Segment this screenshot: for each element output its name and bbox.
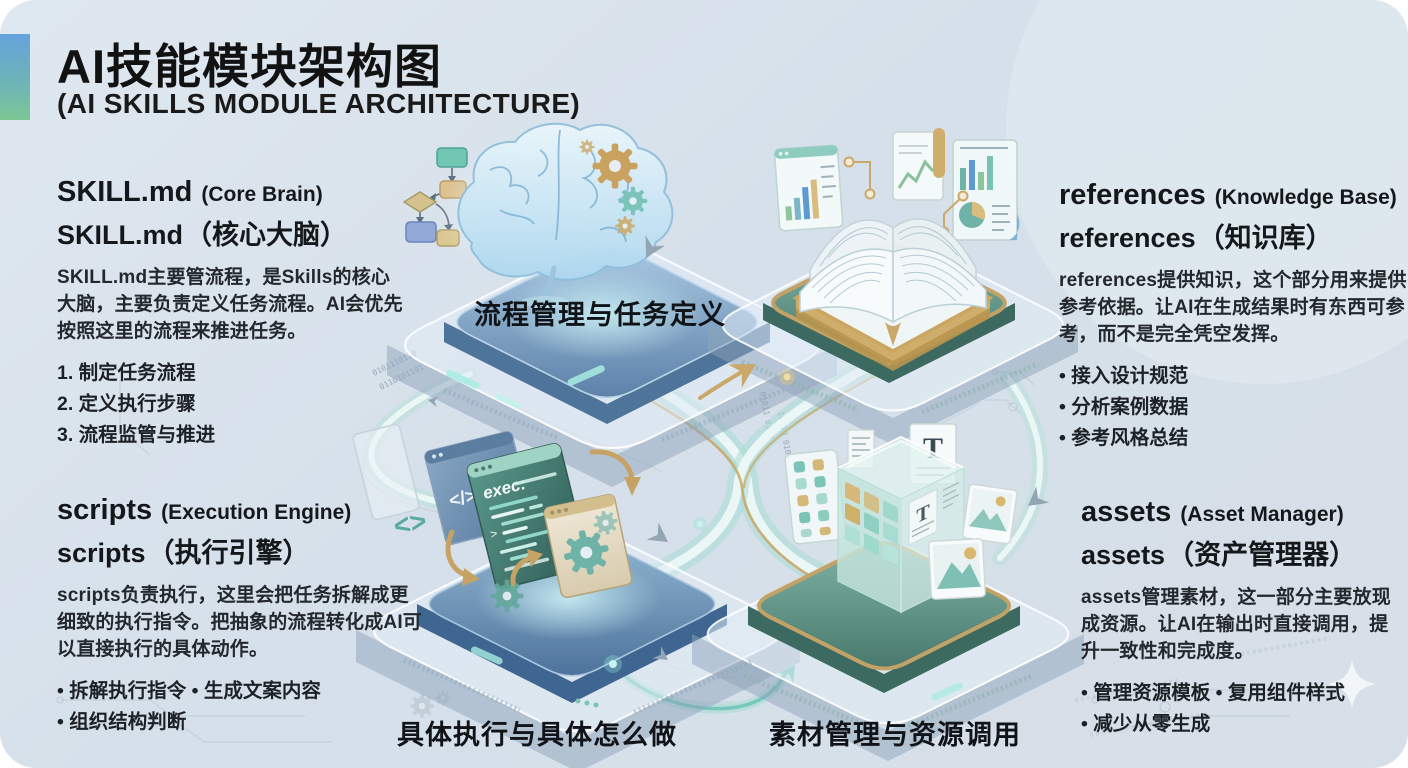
skill-illustration [402,122,674,308]
assets-item-list: • 管理资源模板 • 复用组件样式 • 减少从零生成 [1081,678,1405,740]
list-item: • 接入设计规范 [1059,364,1189,387]
skill-heading-en: SKILL.md (Core Brain) [57,176,409,209]
glow-dots [604,369,795,673]
foreground-decor [403,235,1376,729]
skill-platform-label: 流程管理与任务定义 [474,300,726,330]
scripts-item-list: • 拆解执行指令 • 生成文案内容 • 组织结构判断 [57,676,423,738]
sparkle-icon [1328,660,1376,708]
circuit-traces [60,371,1290,743]
gear-icon [615,216,635,236]
skill-platform-top-side [444,322,770,424]
image-card-small [962,483,1018,545]
book-icon [792,218,994,371]
chevrons-icon: <> [391,505,429,542]
teal-dot-row [575,698,599,708]
gold-curved-arrows [445,449,641,591]
skill-name: SKILL.md [57,176,193,208]
cube-type-panel: T [908,481,959,546]
page-subtitle: (AI SKILLS MODULE ARCHITECTURE) [57,88,581,119]
gear-icon [490,579,524,613]
assets-description: assets管理素材，这一部分主要放现成资源。让AI在输出时直接调用，提升一致性… [1081,587,1391,662]
skill-text-block: SKILL.md (Core Brain) SKILL.md （核心大脑） SK… [57,176,409,450]
list-item: • 分析案例数据 [1059,395,1189,418]
assets-platform-top-side [748,606,1020,693]
list-item: • 拆解执行指令 • 生成文案内容 [57,679,321,702]
references-text-block: references (Knowledge Base) references （… [1059,179,1407,453]
scripts-illustration: <> </> exec: [352,423,641,613]
chart-card-line [892,128,945,201]
list-item: • 参考风格总结 [1059,426,1189,449]
references-name-zh: references [1059,223,1196,253]
led-slots [446,365,964,701]
chart-card-report [952,139,1020,241]
scripts-heading-en: scripts (Execution Engine) [57,494,423,527]
scripts-platform-label: 具体执行与具体怎么做 [397,720,677,750]
prompt-glyph: > [489,526,499,541]
gear-icon [592,143,638,189]
scripts-name-zh: scripts [57,538,146,568]
faint-window [352,423,420,521]
list-item: 2. 定义执行步骤 [57,392,196,415]
skill-name-zh: SKILL.md [57,220,183,250]
assets-platform-base-side [692,634,1084,761]
chart-card-bars [773,144,844,232]
assets-name: assets [1081,496,1172,528]
skill-platform-glow [502,268,702,360]
assets-name-zh: assets [1081,540,1166,570]
skill-tag-en: (Core Brain) [201,183,323,206]
assets-illustration: T T [784,423,1018,614]
references-description: references提供知识，这个部分用来提供参考依据。让AI在生成结果时有东西… [1059,270,1407,345]
scripts-description: scripts负责执行，这里会把任务拆解成更细致的执行指令。把抽象的流程转化成A… [57,585,423,660]
references-illustration [773,128,1020,371]
scripts-heading-zh: scripts （执行引擎） [57,531,423,570]
references-heading-en: references (Knowledge Base) [1059,179,1407,212]
gear-icon [618,186,648,216]
list-item: • 管理资源模板 • 复用组件样式 [1081,681,1345,704]
platform-edge-glyphs [403,359,1039,729]
title-accent-square [0,34,30,120]
assets-heading-zh: assets （资产管理器） [1081,533,1405,572]
skill-description: SKILL.md主要管流程，是Skills的核心大脑，主要负责定义任务流程。AI… [57,267,403,342]
glyph-dash-rows [1074,636,1331,737]
assets-tag-en: (Asset Manager) [1180,503,1344,526]
skill-platform-base-side [387,345,837,487]
page-title: AI技能模块架构图 [57,40,442,93]
scripts-tag-en: (Execution Engine) [161,501,352,524]
assets-platform-label: 素材管理与资源调用 [769,720,1021,750]
list-item: • 组织结构判断 [57,710,187,733]
scripts-text-block: scripts (Execution Engine) scripts （执行引擎… [57,494,423,738]
cube-tile-grid [845,482,898,565]
gold-center-arrow [698,352,763,400]
assets-tag-zh: （资产管理器） [1167,540,1357,570]
skill-tag-zh: （核心大脑） [185,220,347,250]
scripts-tag-zh: （执行引擎） [147,538,310,568]
references-tag-en: (Knowledge Base) [1214,186,1397,209]
code-window-beige [543,493,633,599]
image-card-large [928,538,986,600]
scripts-name: scripts [57,494,153,526]
list-item: 3. 流程监管与推进 [57,423,216,446]
skill-heading-zh: SKILL.md （核心大脑） [57,213,409,252]
list-item: • 减少从零生成 [1081,712,1211,735]
skill-item-list: 1. 制定任务流程 2. 定义执行步骤 3. 流程监管与推进 [57,358,409,450]
references-name: references [1059,179,1206,211]
references-item-list: • 接入设计规范 • 分析案例数据 • 参考风格总结 [1059,361,1407,453]
road-core [997,375,1044,561]
gold-connectors [849,161,964,230]
app-grid-card [784,449,846,545]
references-platform-base-side [708,325,1078,445]
list-item: 1. 制定任务流程 [57,361,196,384]
scripts-platform-base-side [356,630,800,768]
letter-T-panel: T [916,499,929,528]
assets-heading-en: assets (Asset Manager) [1081,496,1405,529]
references-heading-zh: references （知识库） [1059,216,1407,255]
assets-text-block: assets (Asset Manager) assets （资产管理器） as… [1081,496,1405,740]
background-circle [1006,0,1408,384]
gear-icon [579,139,595,155]
references-tag-zh: （知识库） [1197,223,1333,253]
